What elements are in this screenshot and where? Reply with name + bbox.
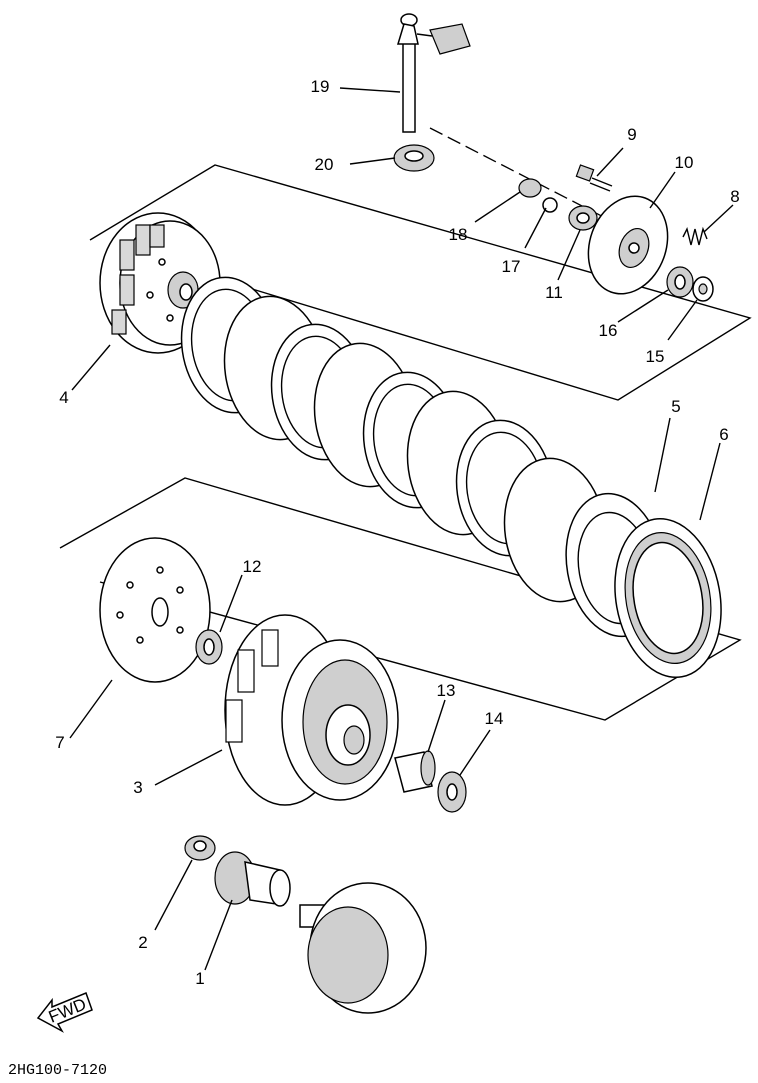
callout-8: 8 — [730, 187, 739, 206]
pressure-plate-part — [587, 195, 669, 295]
callout-7: 7 — [55, 733, 64, 752]
callout-9: 9 — [627, 125, 636, 144]
bolt-part — [575, 164, 613, 192]
primary-gear-1-part — [214, 851, 291, 907]
washer-12-part — [195, 629, 223, 665]
callout-10: 10 — [675, 153, 694, 172]
washer-14-part — [437, 771, 467, 813]
assembly-outline — [59, 164, 752, 721]
push-rod-part — [396, 13, 471, 133]
callout-14: 14 — [485, 709, 504, 728]
friction-plate-6-part — [614, 517, 722, 679]
callout-6: 6 — [719, 425, 728, 444]
small-parts-18-17-11 — [518, 178, 598, 231]
callout-3: 3 — [133, 778, 142, 797]
callout-18: 18 — [449, 225, 468, 244]
fwd-arrow-icon: FWD — [36, 992, 93, 1033]
clutch-housing-part — [224, 614, 399, 806]
callout-16: 16 — [599, 321, 618, 340]
oil-seal-part — [393, 144, 435, 172]
primary-plate-part — [99, 537, 211, 683]
callout-13: 13 — [437, 681, 456, 700]
callout-19: 19 — [311, 77, 330, 96]
leader-lines — [69, 87, 734, 971]
callout-4: 4 — [59, 388, 68, 407]
callout-2: 2 — [138, 933, 147, 952]
spring-nut-washer — [666, 226, 714, 302]
callout-12: 12 — [243, 557, 262, 576]
callout-1: 1 — [195, 969, 204, 988]
callout-5: 5 — [671, 397, 680, 416]
callout-17: 17 — [502, 257, 521, 276]
diagram-code: 2HG100-7120 — [8, 1062, 107, 1079]
callout-15: 15 — [646, 347, 665, 366]
callout-11: 11 — [545, 283, 563, 302]
callout-20: 20 — [315, 155, 334, 174]
callout-labels: 1 2 3 4 5 6 7 8 9 10 11 12 13 14 15 16 1… — [55, 77, 739, 988]
crank-part — [299, 882, 427, 1014]
clutch-plates-stack — [180, 276, 607, 603]
spacer-13-part — [394, 750, 436, 793]
nut-2-part — [184, 835, 216, 861]
